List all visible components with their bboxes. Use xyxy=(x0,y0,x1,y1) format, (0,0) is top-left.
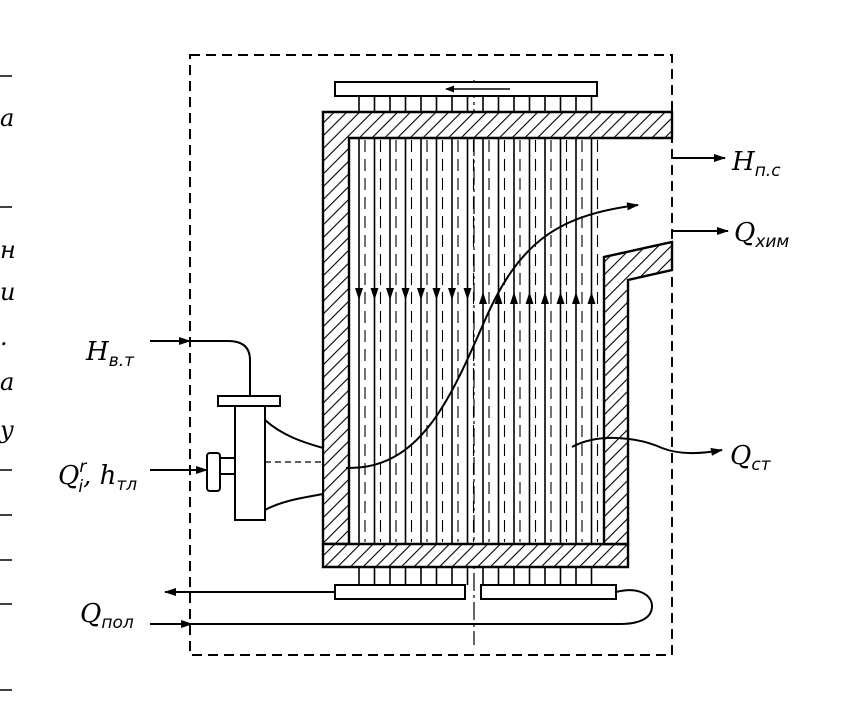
tube-flow-down-arrow xyxy=(355,288,363,300)
edge-fragment: a xyxy=(0,368,14,396)
edge-fragment: н xyxy=(0,236,16,264)
edge-fragment: y xyxy=(0,416,14,444)
tube-flow-up-arrow xyxy=(541,292,549,304)
gas-flow-curve xyxy=(345,202,639,470)
tube-flow-down-arrow xyxy=(448,288,456,300)
wall-loss-arrow xyxy=(571,436,723,456)
tube-flow-up-arrow xyxy=(556,292,565,304)
tube-flow-up-arrow xyxy=(572,292,580,304)
edge-fragment: . xyxy=(0,323,8,351)
furnace-walls xyxy=(321,110,674,569)
label-q-st: Qст xyxy=(730,441,772,475)
tube-flow-down-arrow xyxy=(417,288,425,300)
tube-bank xyxy=(358,96,599,585)
bottom-collector-right xyxy=(480,584,617,600)
tube-flow-down-arrow xyxy=(386,288,394,300)
label-q-pol: Qпол xyxy=(80,599,134,633)
furnace-chamber xyxy=(348,137,673,545)
label-h-ps: Hп.с xyxy=(731,147,781,181)
label-h-vt: Hв.т xyxy=(85,337,135,371)
tube-flow-down-arrow xyxy=(463,288,472,300)
tube-flow-down-arrow xyxy=(401,288,410,300)
tube-flow-up-arrow xyxy=(494,292,503,304)
tube-flow-up-arrow xyxy=(479,292,487,304)
tube-flow-down-arrow xyxy=(370,288,379,300)
tube-flow-up-arrow xyxy=(525,292,534,304)
burner xyxy=(206,395,324,521)
label-q-chem: Qхим xyxy=(734,218,789,252)
air-supply-line xyxy=(150,340,251,396)
tube-flow-down-arrow xyxy=(432,288,441,300)
page-edge-fragments: a н и . a y xyxy=(0,75,16,691)
tube-flow-arrows xyxy=(355,288,596,304)
bottom-collector-left xyxy=(334,584,466,600)
control-boundary xyxy=(189,54,673,656)
tube-flow-up-arrow xyxy=(587,292,596,304)
useful-heat-return-line xyxy=(150,589,654,625)
tube-flow-up-arrow xyxy=(510,292,518,304)
edge-fragment: a xyxy=(0,104,14,132)
edge-fragment: и xyxy=(0,278,15,306)
